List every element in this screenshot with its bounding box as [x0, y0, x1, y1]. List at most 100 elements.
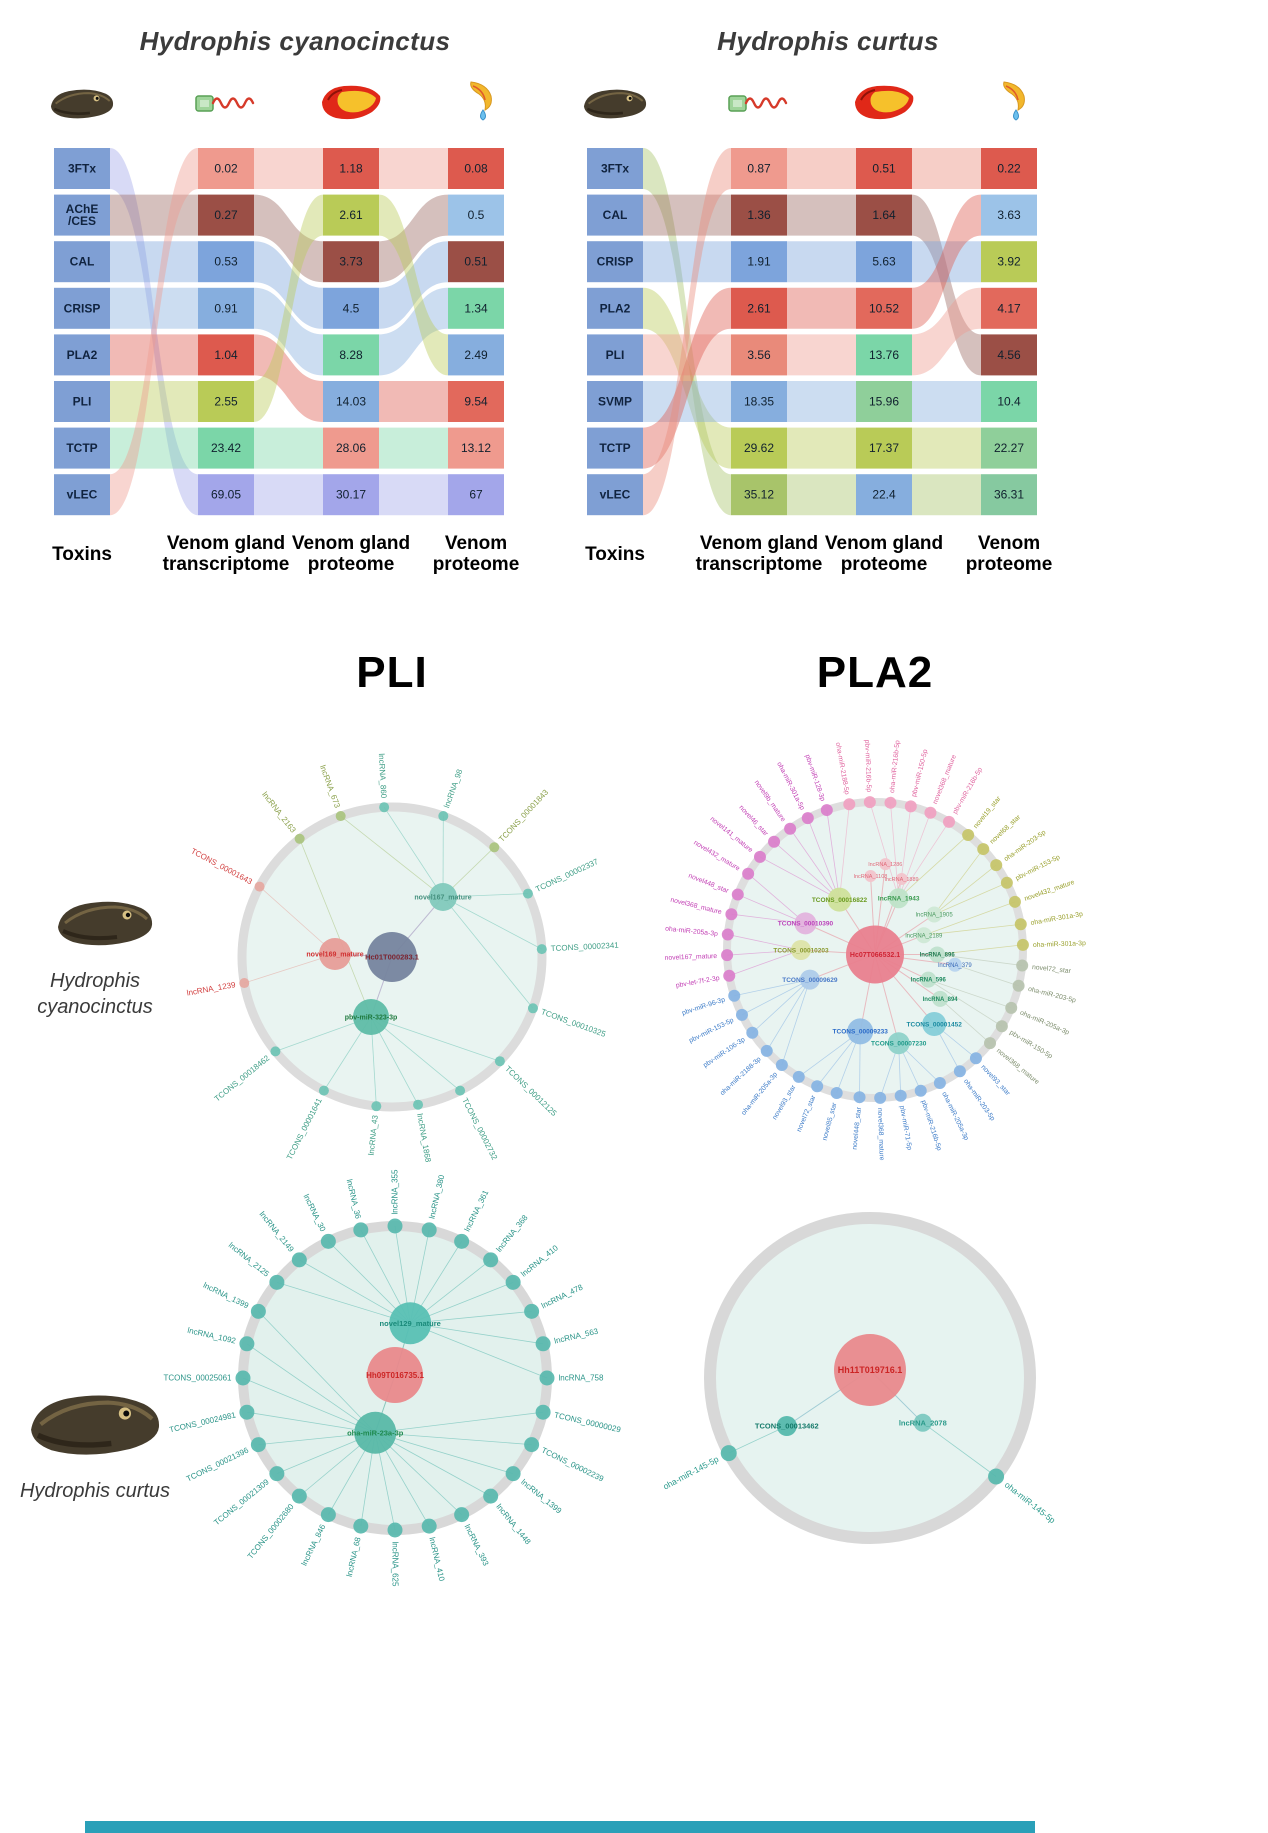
- network-edge: [937, 944, 1023, 955]
- network-node: [874, 1091, 887, 1104]
- sankey-cell-value: 0.27: [214, 208, 238, 222]
- network-node-label: lncRNA_2163: [260, 790, 298, 835]
- network-hub-label: TCONS_00016822: [812, 897, 868, 904]
- network-hub: [879, 858, 892, 871]
- mrna-transcript-icon: [193, 80, 259, 126]
- sankey-cell: [856, 381, 912, 422]
- network-edge: [242, 1377, 376, 1434]
- network-edge: [923, 901, 1016, 936]
- alluvial-diagram-cyanocinctus: 3FTxAChE/CESCALCRISPPLA2PLITCTPvLEC0.020…: [54, 148, 504, 516]
- sankey-ribbon: [379, 241, 448, 329]
- network-edge: [898, 821, 950, 899]
- toxin-label: 3FTx: [601, 162, 629, 176]
- network-node: [320, 1507, 336, 1523]
- network-node: [524, 1437, 540, 1453]
- sankey-cell-value: 1.64: [872, 208, 896, 222]
- toxin-label: 3FTx: [68, 162, 96, 176]
- toxin-label: CAL: [603, 208, 628, 222]
- network-hub: [920, 971, 937, 988]
- network-node-label: lncRNA_2125: [227, 1241, 271, 1279]
- network-edge: [375, 1411, 544, 1434]
- sankey-ribbon: [254, 194, 323, 283]
- network-hub-label: TCONS_00013462: [755, 1422, 819, 1431]
- sankey-cell: [198, 427, 254, 469]
- sankey-cell: [448, 474, 504, 516]
- network-node: [270, 1046, 281, 1057]
- network-edge: [729, 949, 802, 977]
- sankey-ribbon: [110, 334, 198, 376]
- network-node: [536, 944, 547, 955]
- sankey-ribbon: [912, 194, 981, 329]
- network-node: [254, 881, 265, 892]
- network-node-label: pbv-miR-71-5p: [898, 1105, 913, 1151]
- toxin-box: [54, 427, 110, 469]
- sankey-ribbon: [379, 474, 448, 516]
- network-edge: [759, 856, 840, 901]
- toxin-box: [54, 334, 110, 376]
- network-node: [1008, 895, 1021, 908]
- network-node: [438, 811, 449, 822]
- sankey-cell-value: 18.35: [744, 395, 774, 409]
- network-node: [335, 811, 346, 822]
- sankey-ribbon: [787, 241, 856, 283]
- network-hub-label: novel167_mature: [414, 894, 471, 901]
- network-node-label: novel19_star: [972, 795, 1002, 830]
- network-node-label: TCONS_00025061: [163, 1374, 232, 1383]
- network-node-label: novel141_mature: [709, 816, 754, 855]
- network-node-label: oha-miR-301a-3p: [1033, 940, 1086, 949]
- toxin-box: [587, 427, 643, 469]
- network-edge: [259, 886, 336, 955]
- sankey-cell: [731, 241, 787, 283]
- sankey-ribbon: [110, 194, 198, 236]
- network-edge: [741, 979, 811, 1016]
- sankey-cell-value: 0.08: [464, 162, 488, 176]
- network-edge: [728, 1425, 787, 1454]
- network-node: [535, 1404, 551, 1420]
- sankey-cell: [198, 381, 254, 422]
- network-node-label: pbv-miR-216b-5p: [920, 1099, 943, 1151]
- toxin-box: [587, 148, 643, 189]
- toxin-label: SVMP: [598, 395, 632, 409]
- network-edge: [869, 801, 900, 899]
- network-node: [863, 796, 876, 809]
- sankey-cell-value: 17.37: [869, 441, 899, 455]
- sankey-ribbon: [643, 241, 731, 283]
- sankey-cell: [731, 427, 787, 469]
- sankey-cell-value: 10.4: [997, 395, 1021, 409]
- network-node-label: oha-miR-205a-3p: [940, 1091, 970, 1142]
- network-node-label: novel9b_mature: [753, 779, 787, 823]
- network-node-label: oha-miR-301a-5p: [775, 761, 805, 812]
- sankey-cell-value: 3.73: [339, 255, 363, 269]
- network-node: [379, 802, 390, 813]
- sankey-ribbon: [643, 148, 731, 516]
- network-node-label: novel448_star: [852, 1106, 864, 1150]
- sankey-cell: [198, 241, 254, 283]
- network-node: [1000, 876, 1013, 889]
- sankey-ribbon: [787, 194, 856, 236]
- toxin-box: [587, 474, 643, 516]
- network-node-label: pbv-miR-153-5p: [1015, 854, 1062, 882]
- toxin-label: CRISP: [597, 255, 634, 269]
- network-node-label: lncRNA_410: [427, 1536, 446, 1582]
- network-hub-label: Hc01T000283.1: [365, 953, 419, 962]
- sankey-cell: [323, 474, 379, 516]
- sankey-ribbon: [110, 381, 198, 422]
- sankey-cell-value: 3.92: [997, 255, 1021, 269]
- axis-label: Venom gland proteome: [824, 533, 944, 575]
- fang-venom-drop-icon: [443, 80, 509, 126]
- network-hub: [926, 906, 943, 923]
- network-node-label: TCONS_00002337: [534, 857, 600, 894]
- network-node-label: oha-miR-205a-3p: [740, 1071, 779, 1117]
- sankey-cell-value: 14.03: [336, 395, 366, 409]
- network-node: [977, 843, 990, 856]
- network-node-label: pbv-let-7f-2-3p: [675, 975, 720, 990]
- sankey-cell-value: 2.61: [747, 301, 771, 315]
- network-node: [505, 1274, 521, 1290]
- network-node-label: TCONS_00002239: [540, 1446, 606, 1484]
- network-node: [775, 1059, 788, 1072]
- network-hub-label: TCONS_00010390: [778, 921, 834, 928]
- snake-head-icon: [49, 80, 115, 126]
- sankey-cell-value: 30.17: [336, 488, 366, 502]
